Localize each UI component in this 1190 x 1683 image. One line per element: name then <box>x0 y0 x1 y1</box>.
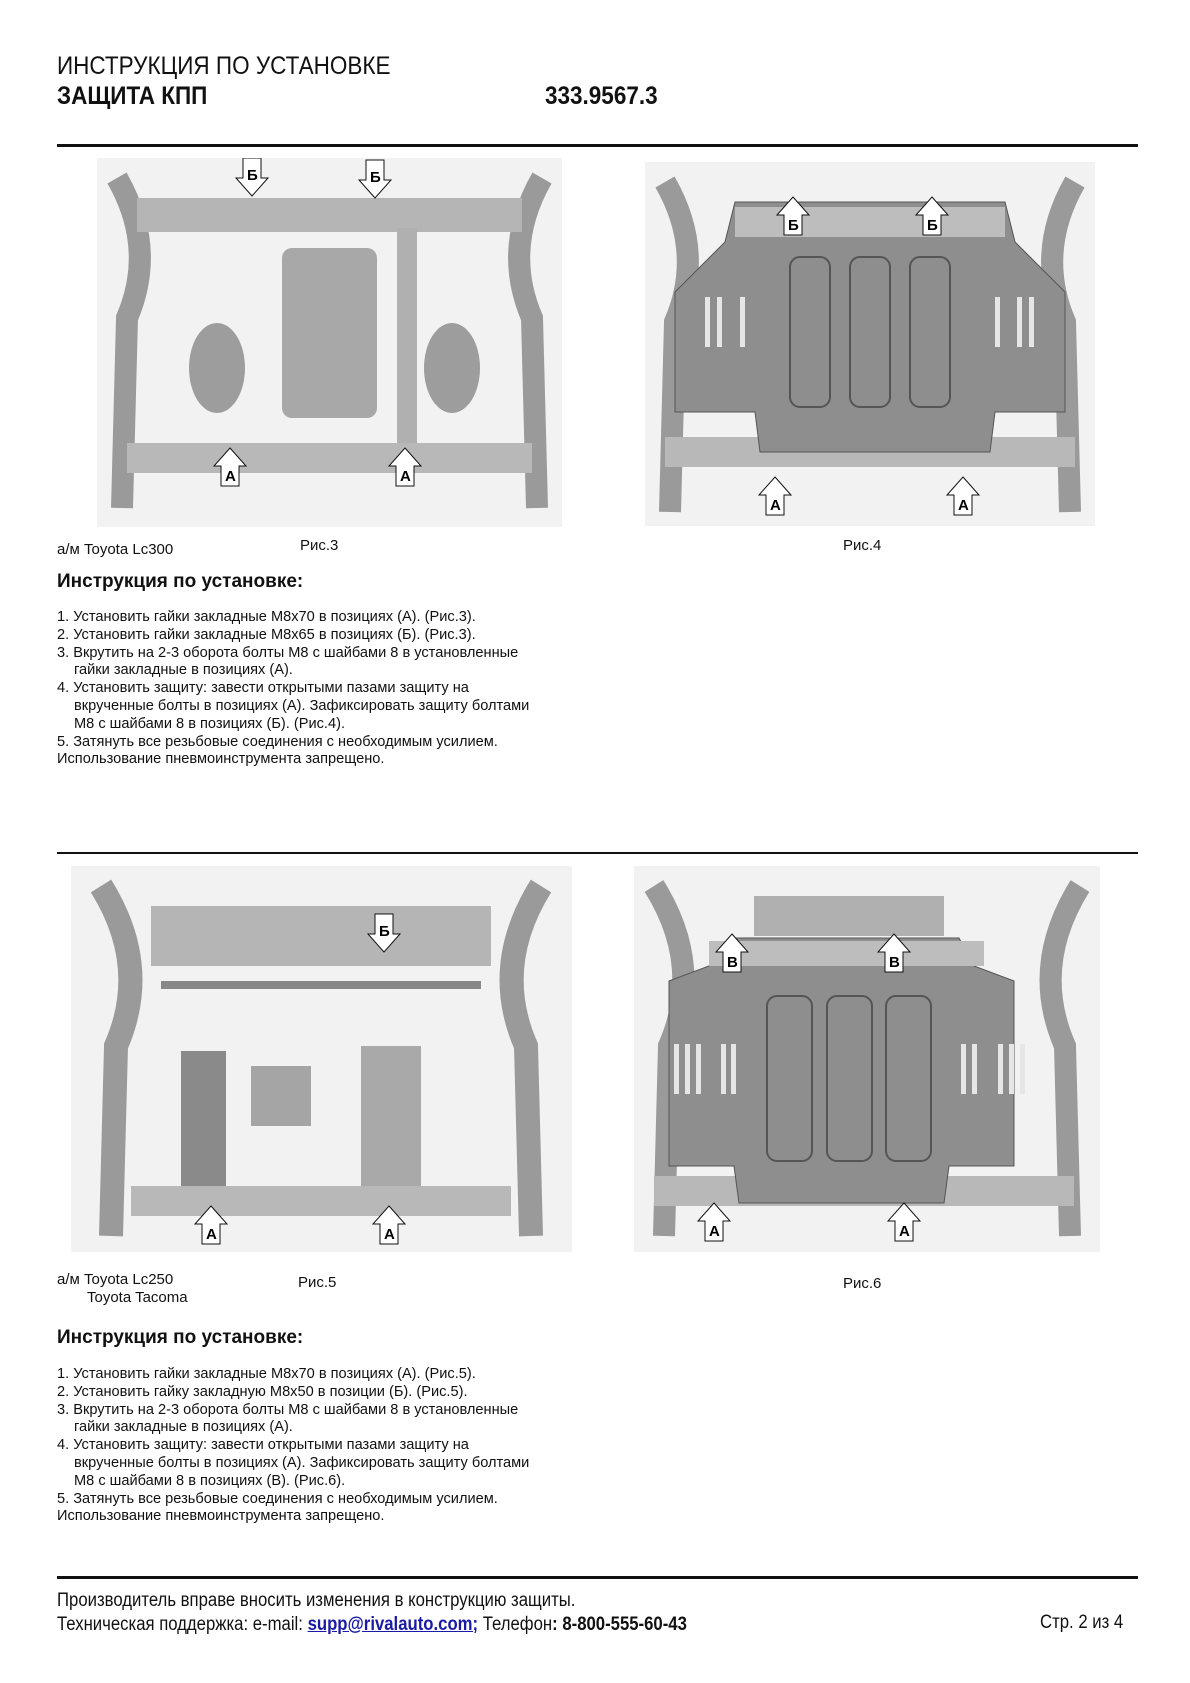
instructions-heading: Инструкция по установке: <box>57 571 304 592</box>
part-number: 333.9567.3 <box>545 82 658 110</box>
step: 4. Установить защиту: завести открытыми … <box>57 680 469 697</box>
marker-a-left: А <box>212 447 248 487</box>
svg-text:Б: Б <box>370 169 381 186</box>
figure-5-chassis: Б А А <box>71 866 572 1252</box>
skid-plate-image: Б Б А А <box>645 162 1095 526</box>
svg-text:В: В <box>889 954 900 971</box>
step: гайки закладные в позициях (А). <box>74 662 293 679</box>
figure-6-skid-plate: В В А А <box>634 866 1100 1252</box>
step: 4. Установить защиту: завести открытыми … <box>57 1437 469 1454</box>
svg-text:А: А <box>384 1226 395 1243</box>
doc-subtitle: ЗАЩИТА КПП <box>57 82 208 110</box>
marker-b-right: Б <box>357 159 393 199</box>
svg-text:А: А <box>400 468 411 485</box>
step: 5. Затянуть все резьбовые соединения с н… <box>57 733 498 750</box>
step: 1. Установить гайки закладные М8х70 в по… <box>57 609 476 625</box>
chassis-image: Б А А <box>71 866 572 1252</box>
footer-notice: Производитель вправе вносить изменения в… <box>57 1590 576 1611</box>
footer-divider <box>57 1576 1138 1579</box>
step: 3. Вкрутить на 2-3 оборота болты М8 с ша… <box>57 1401 519 1418</box>
step: 1. Установить гайки закладные М8х70 в по… <box>57 1366 476 1382</box>
figure-caption-3: Рис.3 <box>300 537 339 554</box>
support-email-link[interactable]: supp@rivalauto.com; <box>307 1614 479 1635</box>
svg-text:Б: Б <box>788 217 799 234</box>
svg-text:Б: Б <box>927 217 938 234</box>
chassis-image: Б Б А А <box>97 158 562 527</box>
divider <box>57 852 1138 854</box>
phone-number: : 8-800-555-60-43 <box>552 1614 687 1635</box>
svg-text:А: А <box>709 1223 720 1240</box>
footer-support: Техническая поддержка: e-mail: supp@riva… <box>57 1614 687 1636</box>
step: вкрученные болты в позициях (А). Зафикси… <box>74 697 530 714</box>
svg-text:А: А <box>899 1223 910 1240</box>
marker-b: Б <box>366 913 402 953</box>
instructions-list: 1. Установить гайки закладные М8х70 в по… <box>57 1366 529 1526</box>
figure-caption-6: Рис.6 <box>843 1275 882 1292</box>
vehicle-label: а/м Toyota Lc300 <box>57 541 174 558</box>
marker-a-left: А <box>696 1202 732 1242</box>
skid-plate-image: В В А А <box>634 866 1100 1252</box>
step: М8 с шайбами 8 в позициях (Б). (Рис.4). <box>74 715 346 732</box>
divider <box>57 144 1138 147</box>
step: 2. Установить гайки закладные М8х65 в по… <box>57 626 476 643</box>
marker-a-right: А <box>371 1205 407 1245</box>
vehicle-label: а/м Toyota Lc250 <box>57 1271 174 1288</box>
svg-text:В: В <box>727 954 738 971</box>
doc-title: ИНСТРУКЦИЯ ПО УСТАНОВКЕ <box>57 52 391 80</box>
marker-b-left: Б <box>775 196 811 236</box>
support-label: Техническая поддержка: e-mail: <box>57 1614 308 1635</box>
svg-text:А: А <box>206 1226 217 1243</box>
step: М8 с шайбами 8 в позициях (В). (Рис.6). <box>74 1472 346 1489</box>
step: Использование пневмоинструмента запрещен… <box>57 1508 385 1525</box>
vehicle-label-2: Toyota Tacoma <box>87 1289 188 1306</box>
step: Использование пневмоинструмента запрещен… <box>57 751 385 768</box>
marker-a-right: А <box>945 476 981 516</box>
svg-text:А: А <box>225 468 236 485</box>
step: 2. Установить гайку закладную М8х50 в по… <box>57 1383 468 1400</box>
figure-caption-5: Рис.5 <box>298 1274 337 1291</box>
marker-v-right: В <box>876 933 912 973</box>
svg-text:А: А <box>958 497 969 514</box>
phone-label: Телефон <box>478 1614 553 1635</box>
figure-caption-4: Рис.4 <box>843 537 882 554</box>
marker-a-left: А <box>757 476 793 516</box>
figure-4-skid-plate: Б Б А А <box>645 162 1095 526</box>
instructions-list: 1. Установить гайки закладные М8х70 в по… <box>57 609 529 769</box>
svg-text:Б: Б <box>379 923 390 940</box>
page-number: Стр. 2 из 4 <box>1040 1612 1124 1633</box>
svg-text:Б: Б <box>247 167 258 184</box>
svg-text:А: А <box>770 497 781 514</box>
step: 5. Затянуть все резьбовые соединения с н… <box>57 1490 498 1507</box>
step: гайки закладные в позициях (А). <box>74 1419 293 1436</box>
marker-b-left: Б <box>234 158 270 197</box>
marker-v-left: В <box>714 933 750 973</box>
marker-a-right: А <box>886 1202 922 1242</box>
step: вкрученные болты в позициях (А). Зафикси… <box>74 1454 530 1471</box>
marker-a-left: А <box>193 1205 229 1245</box>
figure-3-chassis: Б Б А А <box>97 158 562 527</box>
marker-b-right: Б <box>914 196 950 236</box>
step: 3. Вкрутить на 2-3 оборота болты М8 с ша… <box>57 644 519 661</box>
marker-a-right: А <box>387 447 423 487</box>
instructions-heading: Инструкция по установке: <box>57 1327 304 1348</box>
